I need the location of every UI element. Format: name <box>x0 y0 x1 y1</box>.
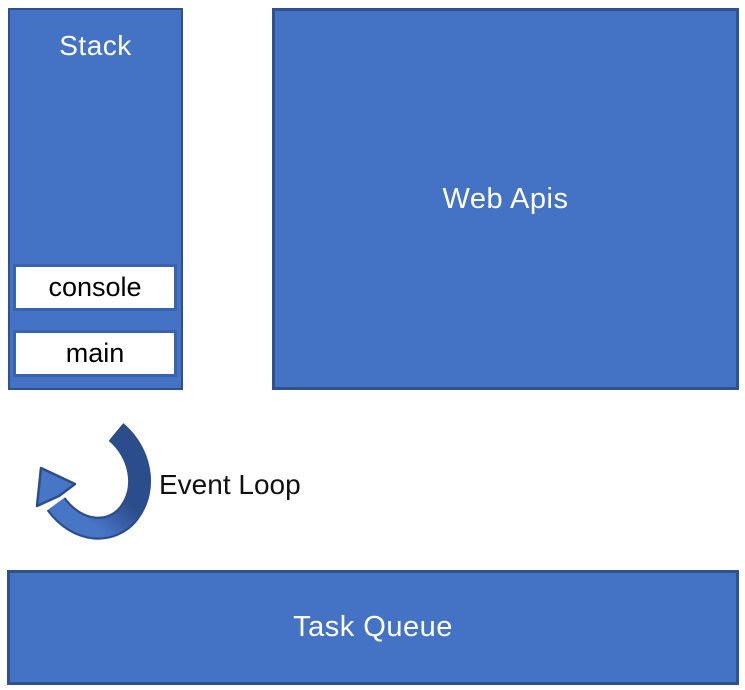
stack-frame-main-label: main <box>65 338 125 368</box>
stack-frame-console-label: console <box>48 272 142 302</box>
task-queue-box: Task Queue <box>7 570 739 685</box>
task-queue-title: Task Queue <box>293 611 453 643</box>
curved-arrow-icon <box>35 423 152 540</box>
stack-frame-console: console <box>13 264 177 311</box>
web-apis-box: Web Apis <box>272 8 739 390</box>
stack-frame-main: main <box>13 330 177 377</box>
stack-box: Stack console main <box>8 8 183 390</box>
stack-title: Stack <box>59 30 132 61</box>
event-loop-label: Event Loop <box>159 469 301 500</box>
web-apis-title: Web Apis <box>442 182 569 215</box>
